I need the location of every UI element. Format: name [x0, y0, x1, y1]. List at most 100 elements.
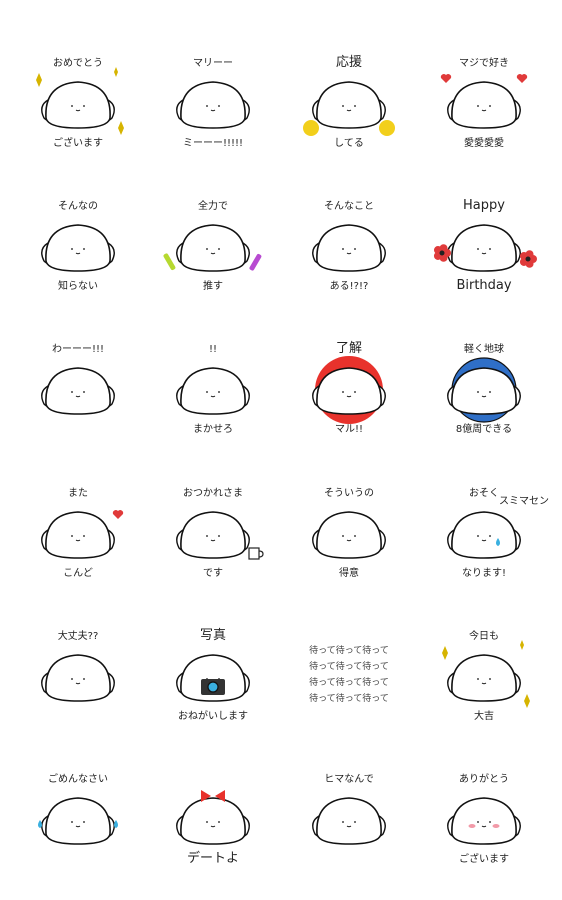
- sticker-cell[interactable]: そんなの知らない: [10, 171, 146, 314]
- sticker-caption-top: 軽く地球: [464, 342, 504, 355]
- sticker-cell[interactable]: おそくなります! スミマセン: [417, 458, 553, 601]
- heart-icon: [112, 509, 123, 519]
- teardrop-icon: [113, 820, 118, 829]
- sticker-image: ヒマなんで: [311, 773, 386, 846]
- sticker-grid: おめでとうございますマリーーミーーー!!!!!応援してるマジで好き愛愛愛愛そんな…: [10, 28, 552, 888]
- sticker-caption-top: 了解: [336, 341, 362, 356]
- blush-mark: [468, 824, 476, 829]
- sticker-caption-bottom: こんど: [63, 567, 93, 579]
- pompom-icon: [302, 119, 319, 136]
- sticker-caption-bottom: 8億周できる: [456, 422, 512, 435]
- sticker-cell[interactable]: 今日も大吉: [417, 601, 553, 744]
- sticker-caption-top: わーーー!!!: [52, 343, 104, 355]
- sticker-caption-bottom: 知らない: [58, 279, 98, 292]
- sparkle-icon: [442, 645, 449, 660]
- sticker-caption-top: おめでとう: [53, 57, 103, 69]
- sticker-caption-top: そんなの: [58, 200, 98, 212]
- sticker-cell[interactable]: !! まかせろ: [146, 315, 282, 458]
- sticker-caption-top: Happy: [463, 198, 505, 213]
- sticker-caption-bottom: してる: [334, 137, 364, 149]
- flower-icon: [520, 250, 538, 268]
- sticker-cell[interactable]: 応援してる: [281, 28, 417, 171]
- sticker-cell[interactable]: そんなことある!?!?: [281, 171, 417, 314]
- sticker-caption-bottom: なります!: [462, 567, 506, 579]
- sticker-cell[interactable]: 大丈夫??: [10, 601, 146, 744]
- sticker-caption-bottom: ございます: [53, 136, 103, 149]
- sticker-cell[interactable]: 全力で推す: [146, 171, 282, 314]
- blob-character: [176, 367, 251, 416]
- sticker-caption-top: ありがとう: [459, 772, 509, 785]
- blob-character: [176, 654, 251, 702]
- wait-text-line: 待って待って待って: [309, 692, 389, 704]
- blob-character: [311, 510, 386, 559]
- blob-character: [447, 367, 522, 416]
- sparkle-icon: [520, 639, 525, 650]
- sticker-cell[interactable]: またこんど: [10, 458, 146, 601]
- sticker-caption-bottom: 愛愛愛愛: [464, 136, 504, 149]
- sticker-cell[interactable]: 軽く地球 8億周できる: [417, 315, 553, 458]
- sticker-image: !! まかせろ: [176, 344, 251, 435]
- blob-character: [447, 510, 522, 559]
- blob-character: [311, 80, 386, 129]
- sticker-cell[interactable]: おつかれさまです: [146, 458, 282, 601]
- blob-character: [176, 224, 251, 272]
- sticker-caption-top: 全力で: [198, 199, 228, 212]
- blob-character: [311, 797, 386, 846]
- pompom-icon: [378, 119, 395, 136]
- sticker-image: わーーー!!!: [40, 343, 115, 416]
- penlight-icon: [249, 253, 262, 271]
- sticker-caption-top: おつかれさま: [183, 487, 243, 499]
- sticker-cell[interactable]: わーーー!!!: [10, 315, 146, 458]
- sticker-caption-bottom: まかせろ: [193, 423, 233, 435]
- blob-character: [311, 367, 386, 416]
- sticker-caption-top: ごめんなさい: [48, 772, 108, 785]
- sticker-cell[interactable]: マリーーミーーー!!!!!: [146, 28, 282, 171]
- sticker-cell[interactable]: 了解マル!!: [281, 315, 417, 458]
- sticker-caption-top: おそく: [469, 487, 499, 499]
- blob-character: [447, 654, 522, 702]
- sticker-caption-top: !!: [209, 344, 217, 355]
- coffee-cup-icon: [248, 547, 264, 560]
- sticker-caption-top: ヒマなんで: [324, 773, 374, 785]
- sticker-cell[interactable]: ヒマなんで: [281, 745, 417, 888]
- sticker-caption-top: そういうの: [324, 487, 374, 499]
- sticker-image: 軽く地球 8億周できる: [447, 342, 522, 435]
- sticker-cell[interactable]: 待って待って待って待って待って待って待って待って待って待って待って待って: [281, 601, 417, 744]
- sticker-cell[interactable]: デートよ: [146, 745, 282, 888]
- wait-text-line: 待って待って待って: [309, 644, 389, 656]
- sticker-cell[interactable]: そういうの得意: [281, 458, 417, 601]
- sparkle-icon: [35, 72, 42, 87]
- teardrop-icon: [496, 537, 501, 546]
- sticker-caption-top: そんなこと: [324, 200, 374, 212]
- sticker-caption-extra: スミマセン: [499, 495, 549, 507]
- blob-character: [40, 80, 115, 129]
- sticker-cell[interactable]: 写真おねがいします: [146, 601, 282, 744]
- sticker-caption-bottom: マル!!: [335, 424, 363, 435]
- camera-icon: [201, 678, 226, 695]
- blob-character: [311, 224, 386, 272]
- heart-icon: [441, 73, 452, 83]
- sticker-cell[interactable]: おめでとうございます: [10, 28, 146, 171]
- heart-icon: [517, 73, 528, 83]
- blob-character: [40, 797, 115, 846]
- sticker-cell[interactable]: ごめんなさい: [10, 745, 146, 888]
- wait-text-line: 待って待って待って: [309, 660, 389, 672]
- blob-character: [447, 797, 522, 846]
- blob-character: [447, 80, 522, 129]
- sticker-cell[interactable]: マジで好き愛愛愛愛: [417, 28, 553, 171]
- flower-icon: [434, 244, 452, 262]
- sticker-cell[interactable]: ありがとうございます: [417, 745, 553, 888]
- sticker-caption-bottom: です: [203, 567, 223, 579]
